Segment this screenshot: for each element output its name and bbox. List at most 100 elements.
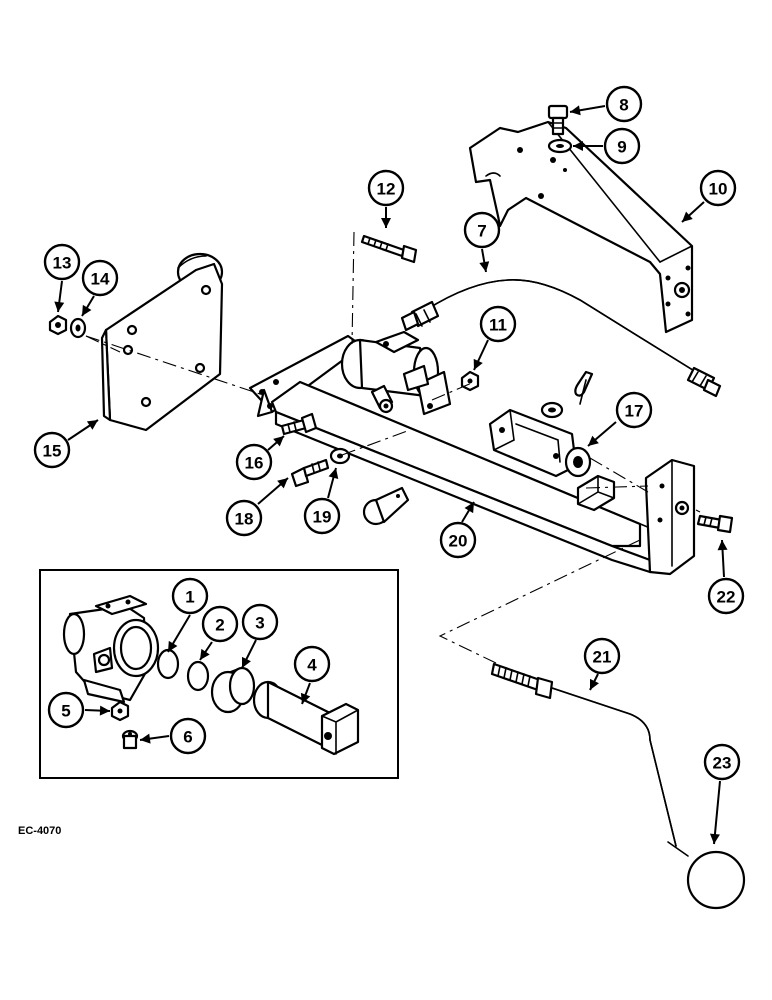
callout-number: 2 bbox=[215, 616, 224, 635]
callout-circle bbox=[703, 743, 741, 781]
part-14-washer bbox=[69, 317, 87, 339]
part-22-bolt bbox=[696, 514, 734, 534]
callout-number: 17 bbox=[625, 402, 644, 421]
part-10-bracket bbox=[468, 120, 694, 334]
drawing-reference-code: EC-4070 bbox=[18, 825, 61, 837]
callout-17: 17 bbox=[587, 391, 653, 447]
callout-circle bbox=[81, 259, 119, 297]
pin-washer bbox=[540, 401, 564, 419]
callout-circle bbox=[707, 577, 745, 615]
callout-number: 13 bbox=[53, 254, 72, 273]
callout-number: 8 bbox=[619, 96, 628, 115]
part-6-screw bbox=[121, 729, 139, 750]
part-3-bushing bbox=[210, 666, 256, 714]
part-8-bolt bbox=[547, 104, 569, 136]
callout-arrowhead bbox=[570, 105, 581, 116]
callout-arrowhead bbox=[242, 656, 251, 668]
callout-number: 4 bbox=[307, 656, 317, 675]
part-21-crank bbox=[490, 662, 689, 857]
part-18-bolt bbox=[290, 458, 330, 488]
callout-number: 5 bbox=[61, 702, 70, 721]
callout-circle bbox=[169, 717, 207, 755]
callout-arrowhead bbox=[381, 218, 391, 228]
callout-3: 3 bbox=[241, 603, 279, 669]
part-1-housing bbox=[62, 594, 160, 704]
callout-6: 6 bbox=[139, 717, 207, 755]
callout-number: 3 bbox=[255, 614, 264, 633]
callout-12: 12 bbox=[367, 169, 405, 228]
callout-circle bbox=[201, 605, 239, 643]
callout-arrowhead bbox=[479, 261, 490, 272]
clevis-pin bbox=[362, 486, 410, 526]
callout-number: 20 bbox=[449, 532, 468, 551]
part-11-nut bbox=[460, 370, 480, 392]
callout-circle bbox=[699, 169, 737, 207]
callout-22: 22 bbox=[707, 539, 745, 615]
callout-number: 11 bbox=[489, 316, 507, 335]
part-12-bolt bbox=[360, 234, 418, 264]
callout-number: 21 bbox=[593, 648, 612, 667]
callout-arrowhead bbox=[86, 420, 98, 430]
callout-number: 14 bbox=[91, 270, 110, 289]
callout-circle bbox=[463, 211, 501, 249]
cylinder-assembly bbox=[340, 330, 452, 416]
callout-number: 1 bbox=[185, 588, 194, 607]
callout-circle bbox=[293, 645, 331, 683]
callout-number: 16 bbox=[245, 454, 264, 473]
callout-number: 9 bbox=[617, 138, 626, 157]
callout-2: 2 bbox=[199, 605, 239, 661]
callout-circle bbox=[241, 603, 279, 641]
callout-leader-line bbox=[713, 780, 721, 845]
callout-9: 9 bbox=[573, 127, 641, 165]
callout-4: 4 bbox=[293, 645, 331, 705]
callout-arrowhead bbox=[464, 502, 474, 514]
callout-15: 15 bbox=[33, 419, 99, 469]
callout-arrowhead bbox=[168, 640, 178, 652]
callout-circle bbox=[439, 521, 477, 559]
callout-circle bbox=[43, 243, 81, 281]
callout-arrowhead bbox=[277, 478, 288, 489]
callout-arrowhead bbox=[140, 733, 151, 744]
callout-circle bbox=[303, 497, 341, 535]
callout-number: 7 bbox=[477, 222, 486, 241]
callout-number: 19 bbox=[313, 508, 332, 527]
part-17-clevis bbox=[488, 408, 592, 478]
callout-arrowhead bbox=[682, 211, 693, 222]
callout-5: 5 bbox=[47, 691, 111, 729]
callout-circle bbox=[615, 391, 653, 429]
callout-arrowhead bbox=[99, 705, 110, 716]
callout-23: 23 bbox=[703, 743, 741, 845]
part-9-washer bbox=[547, 138, 573, 154]
callout-arrowhead bbox=[300, 692, 311, 704]
callout-arrowhead bbox=[273, 436, 284, 447]
callout-arrowhead bbox=[709, 833, 720, 844]
callout-8: 8 bbox=[569, 85, 643, 123]
callout-20: 20 bbox=[439, 501, 477, 559]
cotter-pin bbox=[574, 370, 594, 405]
callout-circle bbox=[235, 443, 273, 481]
part-19-washer bbox=[329, 447, 351, 465]
callout-11: 11 bbox=[473, 305, 517, 371]
callout-circle bbox=[33, 431, 71, 469]
callout-arrowhead bbox=[717, 540, 728, 551]
detail-inset-frame bbox=[39, 569, 399, 779]
callout-circle bbox=[603, 127, 641, 165]
callout-arrowhead bbox=[328, 468, 339, 479]
callout-19: 19 bbox=[303, 467, 341, 535]
alignment-lines bbox=[85, 231, 701, 665]
callout-circle bbox=[583, 637, 621, 675]
callout-16: 16 bbox=[235, 435, 285, 481]
part-20-frame bbox=[248, 334, 696, 576]
part-23-knob bbox=[686, 850, 746, 910]
part-4-piston bbox=[252, 680, 360, 756]
part-7-tube bbox=[400, 279, 722, 398]
callout-arrowhead bbox=[573, 141, 583, 151]
part-15-mounting-plate bbox=[100, 252, 224, 432]
part-13-nut bbox=[48, 314, 68, 336]
callout-circle bbox=[225, 499, 263, 537]
callout-1: 1 bbox=[167, 577, 209, 653]
callout-number: 10 bbox=[709, 180, 728, 199]
callout-circle bbox=[605, 85, 643, 123]
